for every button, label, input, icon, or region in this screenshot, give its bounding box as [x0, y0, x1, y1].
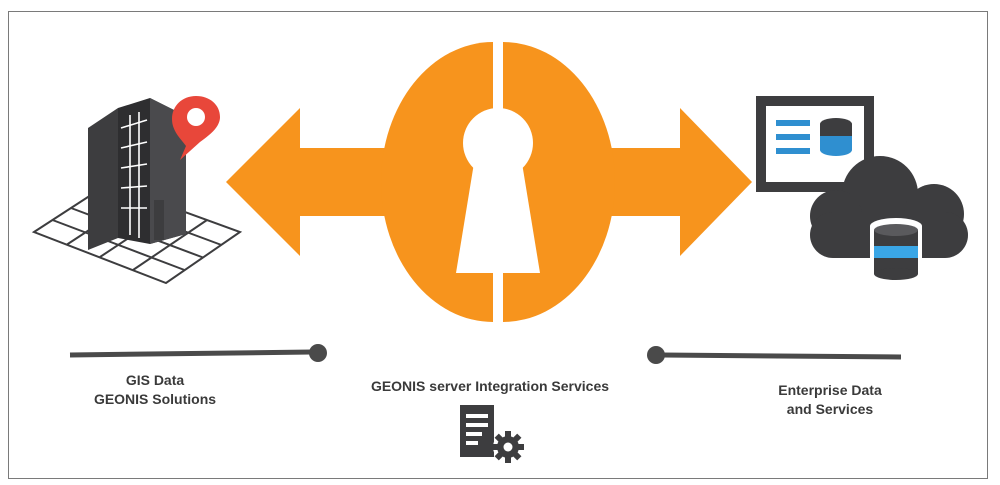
gis-data-line2: GEONIS Solutions: [93, 391, 217, 407]
enterprise-data-line1: Enterprise Data: [778, 382, 882, 398]
disc-split-line: [495, 36, 501, 328]
gis-building-map-pin-icon: [31, 96, 243, 285]
cloud-icon: [810, 156, 968, 258]
integration-services-label: GEONIS server Integration Services: [330, 377, 650, 396]
enterprise-data-label: Enterprise Data and Services: [740, 381, 920, 419]
enterprise-data-line2: and Services: [786, 401, 874, 417]
database-icon: [870, 218, 922, 286]
left-connector: [69, 344, 327, 362]
server-document-gear-icon: [460, 405, 524, 463]
gis-data-label: GIS Data GEONIS Solutions: [55, 371, 255, 409]
building-icon: [88, 98, 186, 250]
left-arrow-head: [226, 108, 300, 256]
gis-data-line1: GIS Data: [125, 372, 185, 388]
keyhole-double-arrow-icon: [226, 36, 752, 328]
right-arrow-head: [680, 108, 752, 256]
map-pin-icon: [172, 96, 220, 160]
integration-services-title: GEONIS server Integration Services: [370, 378, 610, 394]
gear-icon: [492, 431, 524, 463]
right-connector: [647, 346, 902, 364]
enterprise-cloud-database-icon: [756, 96, 968, 286]
monitor-icon: [756, 96, 874, 192]
